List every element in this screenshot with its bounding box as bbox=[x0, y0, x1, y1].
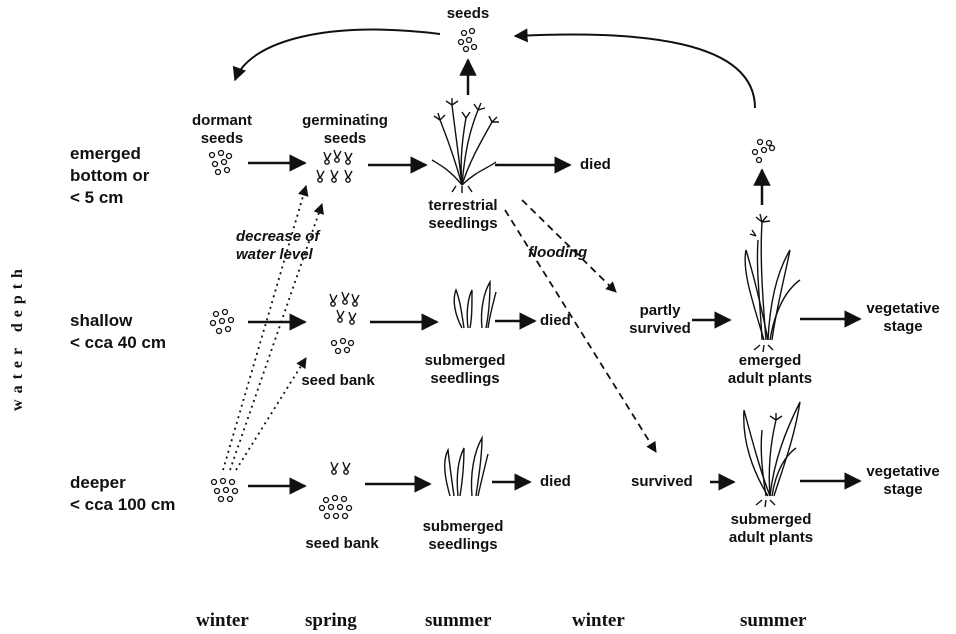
label-terrestrial-seedlings: terrestrial seedlings bbox=[408, 197, 518, 233]
submerged-seedling-shallow-plant bbox=[454, 282, 496, 328]
label-died-shallow: died bbox=[540, 312, 571, 330]
label-survived: survived bbox=[631, 473, 693, 491]
dormant-seeds-deeper bbox=[212, 479, 238, 502]
germinating-seeds-icon bbox=[317, 150, 352, 182]
dormant-seeds-shallow bbox=[211, 310, 234, 334]
label-emerged-adult-plants: emerged adult plants bbox=[718, 352, 822, 388]
row-label-emerged: emerged bottom or < 5 cm bbox=[70, 143, 149, 209]
label-seeds-top: seeds bbox=[436, 5, 500, 23]
row-label-shallow: shallow < cca 40 cm bbox=[70, 310, 166, 354]
decrease-arrow-3 bbox=[236, 358, 306, 470]
label-died-top: died bbox=[580, 156, 611, 174]
submerged-seedling-deeper-plant bbox=[445, 438, 488, 496]
label-dormant-seeds: dormant seeds bbox=[180, 112, 264, 148]
season-label: summer bbox=[425, 610, 491, 632]
submerged-adult-plant bbox=[744, 402, 800, 507]
season-label: winter bbox=[572, 610, 625, 632]
germ-seeds-shallow bbox=[330, 292, 359, 324]
germ-seeds-deeper bbox=[331, 462, 350, 474]
label-submerged-seedlings-shallow: submerged seedlings bbox=[410, 352, 520, 388]
label-submerged-seedlings-deeper: submerged seedlings bbox=[408, 518, 518, 554]
label-partly-survived: partly survived bbox=[622, 302, 698, 338]
season-label: spring bbox=[305, 610, 357, 632]
emerged-adult-plant bbox=[745, 214, 800, 352]
seed-bank-deeper-icon bbox=[320, 496, 352, 519]
seeds-cluster-right bbox=[753, 140, 775, 163]
dormant-seeds-emerged bbox=[210, 151, 232, 175]
seed-bank-shallow-icon bbox=[332, 339, 354, 354]
seeds-cluster-top bbox=[459, 29, 477, 52]
label-died-deeper: died bbox=[540, 473, 571, 491]
label-seed-bank-deeper: seed bank bbox=[302, 535, 382, 553]
label-seed-bank-shallow: seed bank bbox=[298, 372, 378, 390]
water-depth-axis-label: water depth bbox=[9, 257, 27, 417]
curve-arrow-to-dormant bbox=[235, 30, 440, 80]
season-label: summer bbox=[740, 610, 806, 632]
terrestrial-seedling-plant bbox=[432, 98, 499, 193]
label-submerged-adult-plants: submerged adult plants bbox=[716, 511, 826, 547]
row-label-deeper: deeper < cca 100 cm bbox=[70, 472, 175, 516]
label-germinating-seeds: germinating seeds bbox=[290, 112, 400, 148]
season-label: winter bbox=[196, 610, 249, 632]
label-flooding: flooding bbox=[528, 244, 587, 262]
label-decrease-water-level: decrease of water level bbox=[236, 228, 319, 264]
label-vegetative-stage-2: vegetative stage bbox=[856, 463, 950, 499]
curve-arrow-from-adult bbox=[515, 35, 755, 108]
label-vegetative-stage-1: vegetative stage bbox=[856, 300, 950, 336]
